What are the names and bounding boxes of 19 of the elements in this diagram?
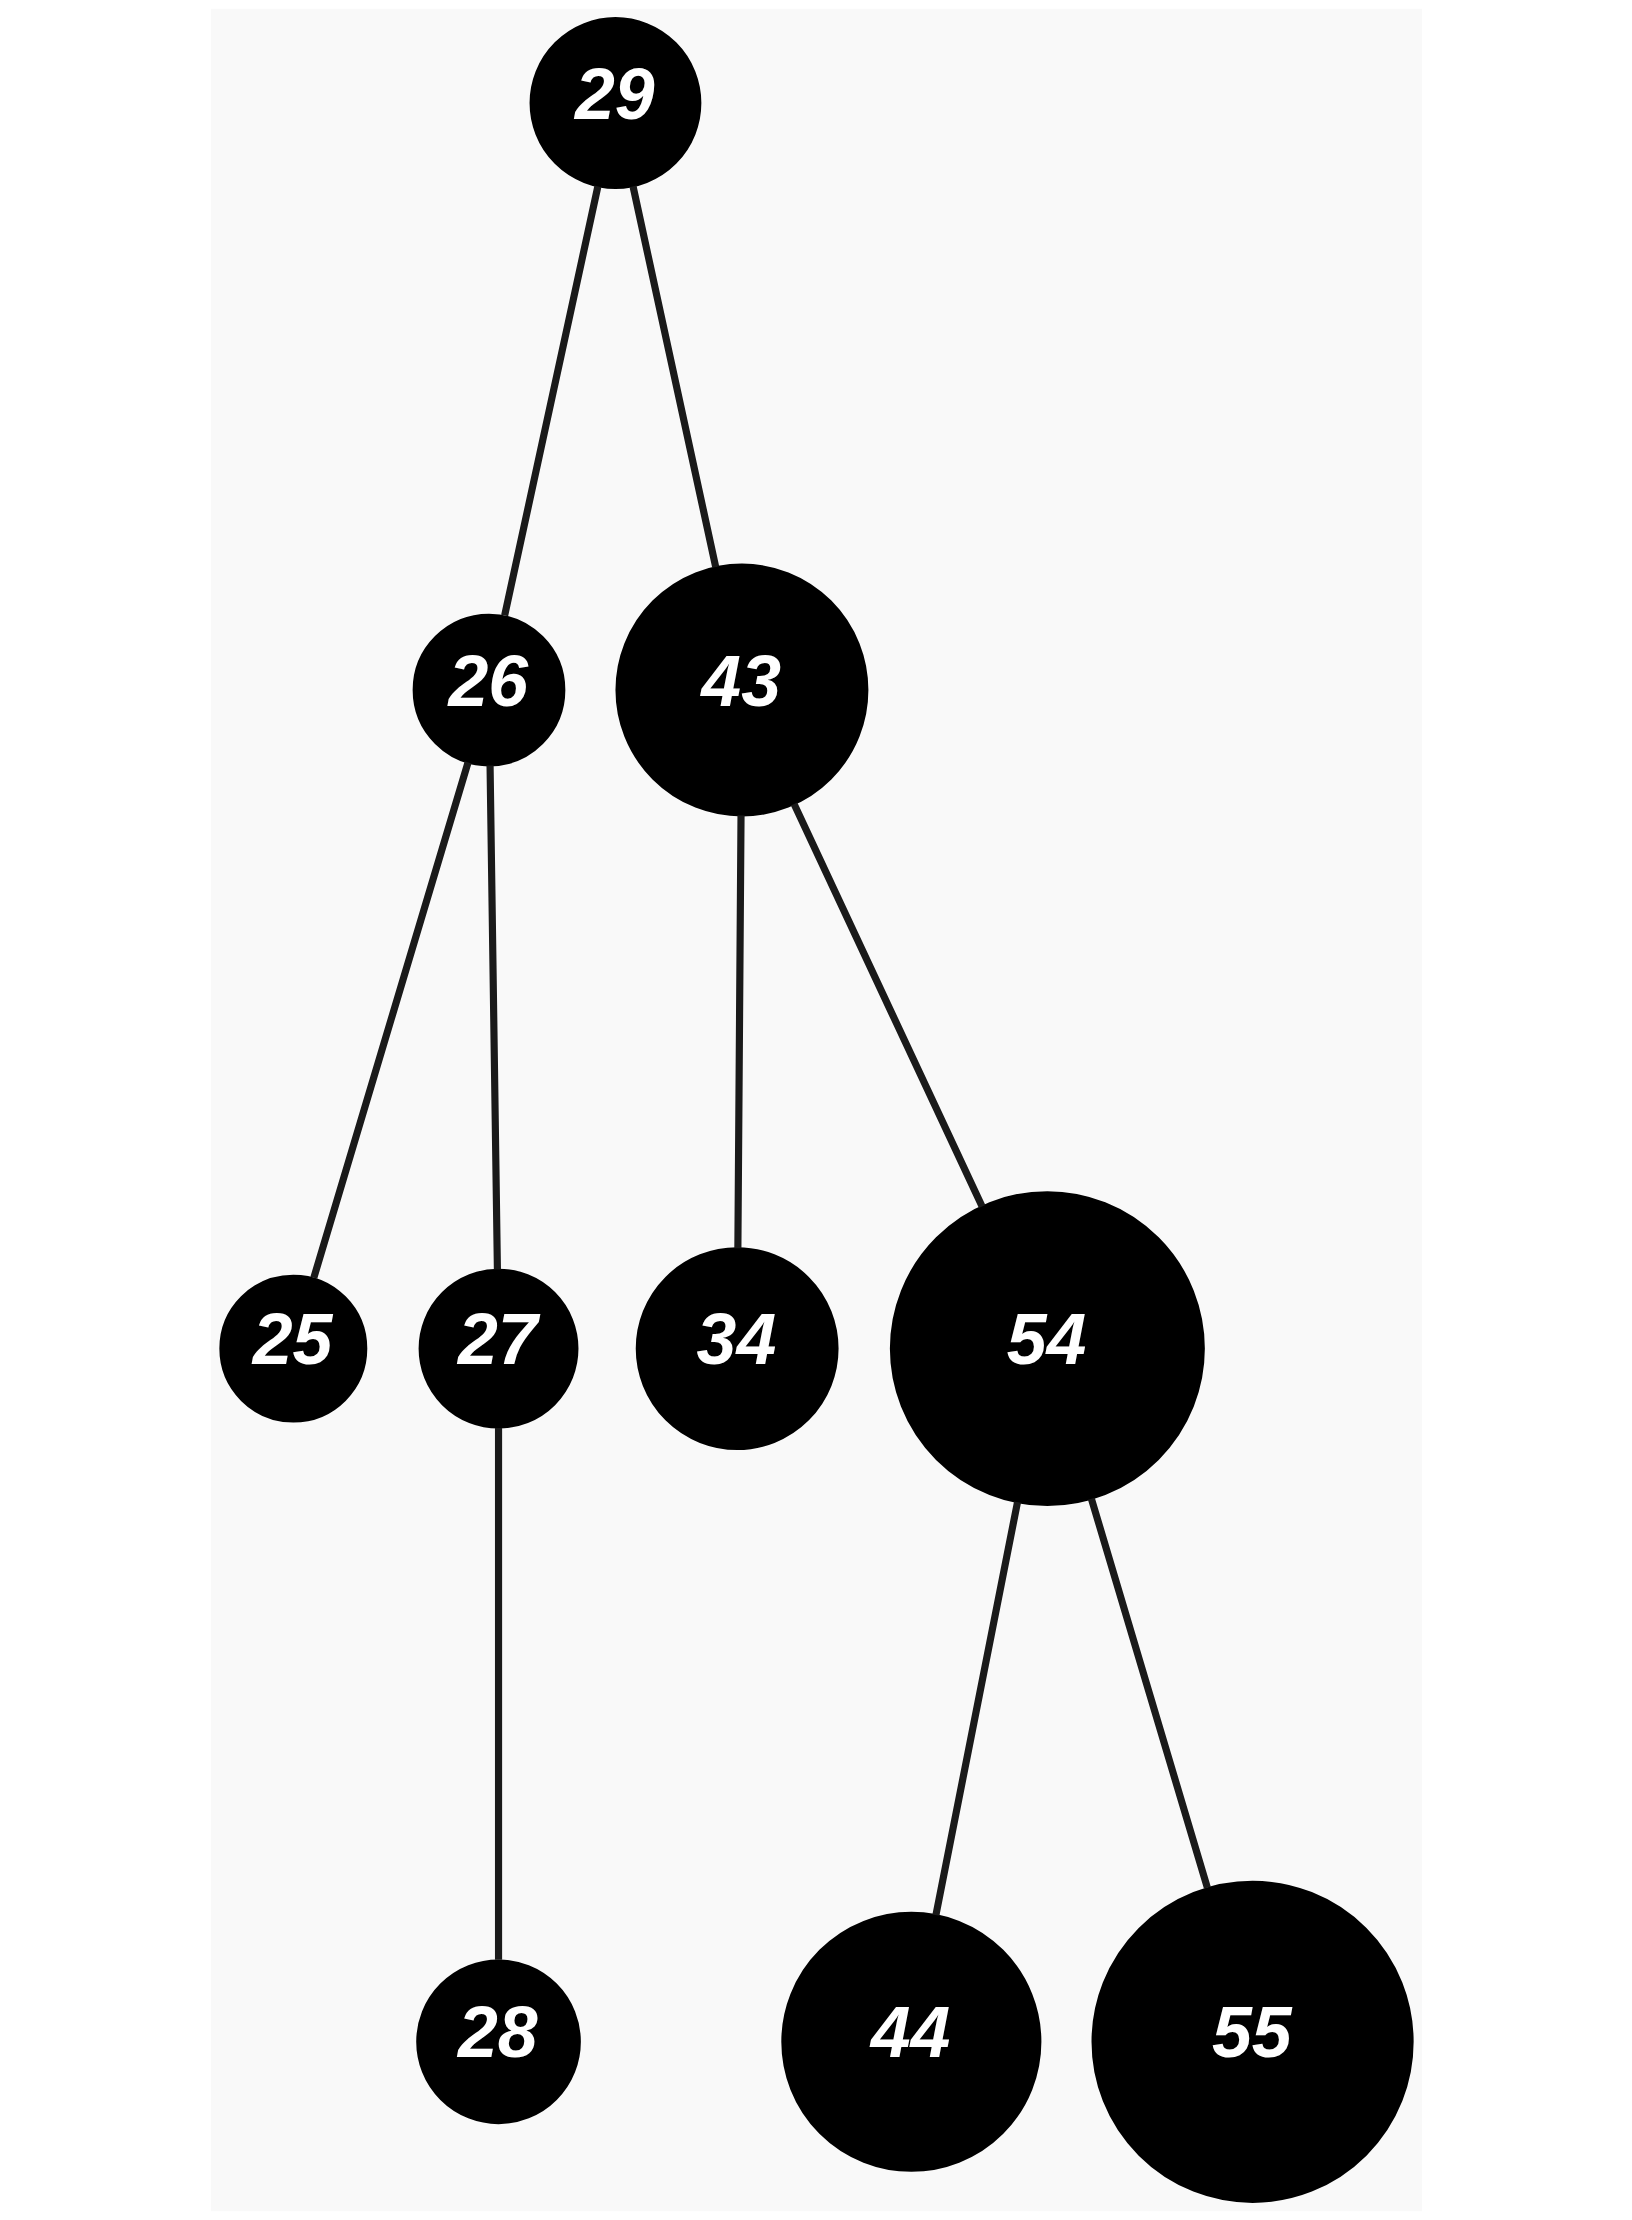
node-circle: 43 [614, 563, 868, 817]
node-circle: 25 [218, 1274, 367, 1423]
node-circle: 44 [780, 1911, 1041, 2172]
node-circle: 27 [418, 1268, 578, 1429]
connector [494, 1427, 502, 1960]
node-circle: 28 [415, 1959, 581, 2125]
connector [486, 765, 501, 1270]
node-circle: 55 [1091, 1880, 1414, 2203]
node-circle: 29 [529, 17, 701, 189]
connector [500, 185, 601, 617]
node-circle: 54 [889, 1191, 1205, 1507]
connector [931, 1501, 1021, 1916]
node-circle: 34 [635, 1247, 839, 1451]
connector [1087, 1497, 1211, 1889]
node-circle: 26 [412, 613, 565, 767]
connector [629, 185, 719, 568]
connector [733, 815, 745, 1249]
connector [309, 761, 471, 1279]
connector [790, 802, 985, 1209]
